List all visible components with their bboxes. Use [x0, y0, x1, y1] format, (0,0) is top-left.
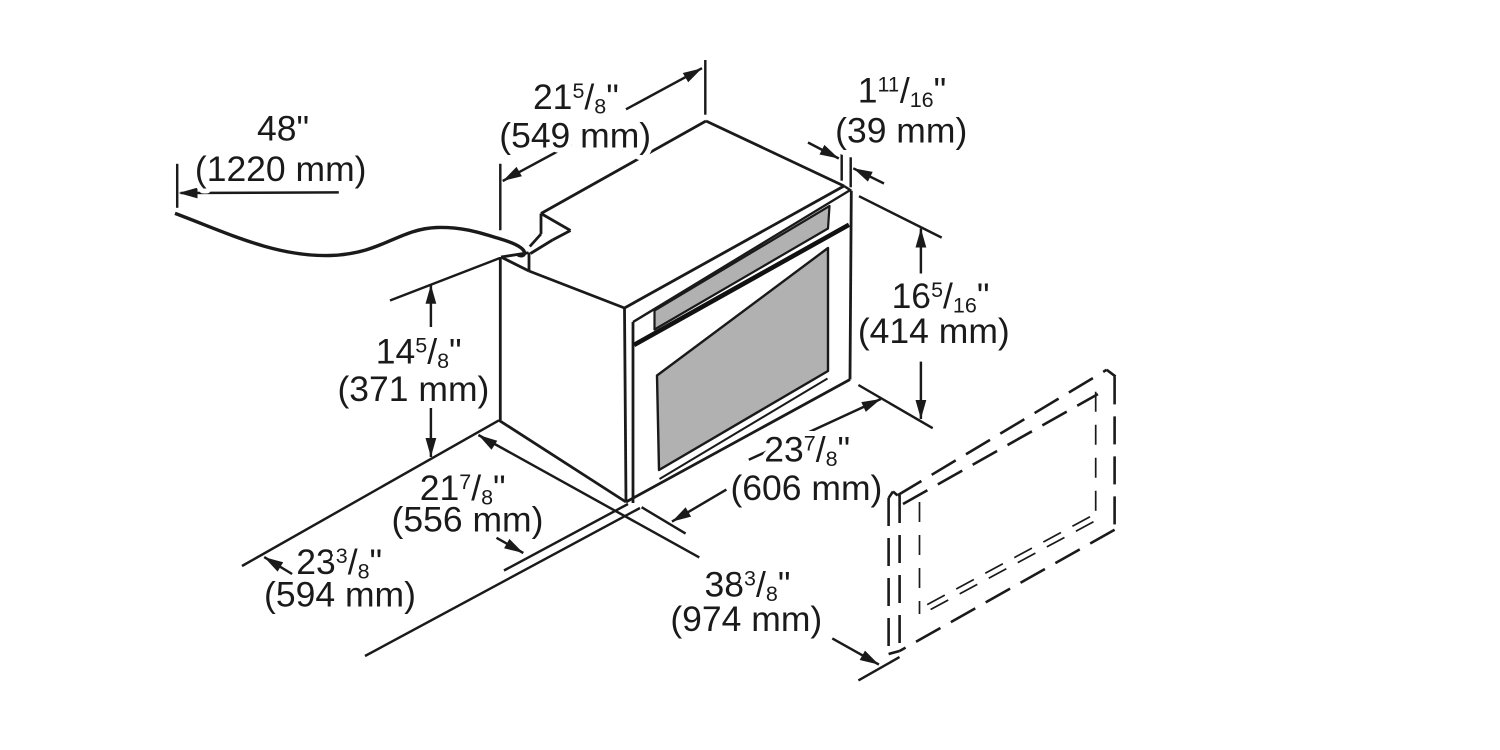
- svg-text:(606 mm): (606 mm): [730, 468, 882, 508]
- svg-text:(594 mm): (594 mm): [264, 575, 416, 615]
- svg-text:(556 mm): (556 mm): [392, 500, 544, 540]
- svg-text:(549 mm): (549 mm): [499, 116, 651, 156]
- svg-text:(414 mm): (414 mm): [858, 311, 1010, 351]
- svg-text:(371 mm): (371 mm): [337, 369, 489, 409]
- svg-text:48": 48": [257, 109, 309, 149]
- svg-text:(1220 mm): (1220 mm): [195, 149, 367, 189]
- svg-text:111/16​": 111/16​": [858, 71, 946, 113]
- svg-text:(974 mm): (974 mm): [670, 599, 822, 639]
- svg-text:237/8​": 237/8​": [764, 429, 850, 471]
- svg-text:(39 mm): (39 mm): [835, 111, 967, 151]
